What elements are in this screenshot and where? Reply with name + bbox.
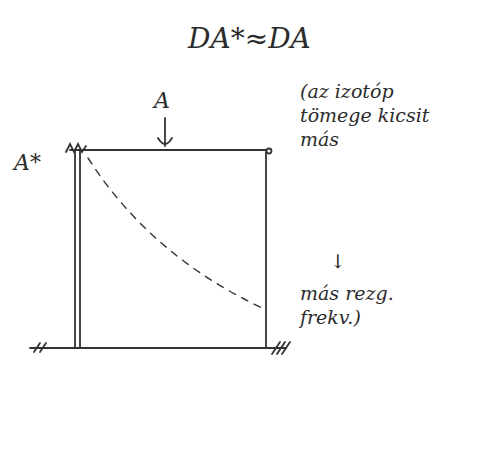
label: ↓ (330, 250, 346, 274)
top-line (70, 149, 266, 151)
left-wall (79, 150, 81, 348)
title: DA*≈DA (188, 22, 311, 55)
left-wall (74, 150, 76, 348)
label: A (154, 88, 170, 113)
dashed-curve (88, 158, 262, 308)
corner-zigzag (66, 144, 86, 152)
arrow-line (164, 118, 166, 146)
label: más rezg. frekv.) (300, 282, 450, 330)
hatch (34, 343, 46, 352)
bottom-line (30, 347, 286, 349)
arrow-head (158, 138, 172, 144)
corner-dot (267, 149, 272, 154)
label: A* (14, 150, 41, 175)
label: (az izotóp tömege kicsit más (300, 80, 460, 151)
right-wall (265, 152, 267, 348)
hatch (272, 342, 290, 354)
